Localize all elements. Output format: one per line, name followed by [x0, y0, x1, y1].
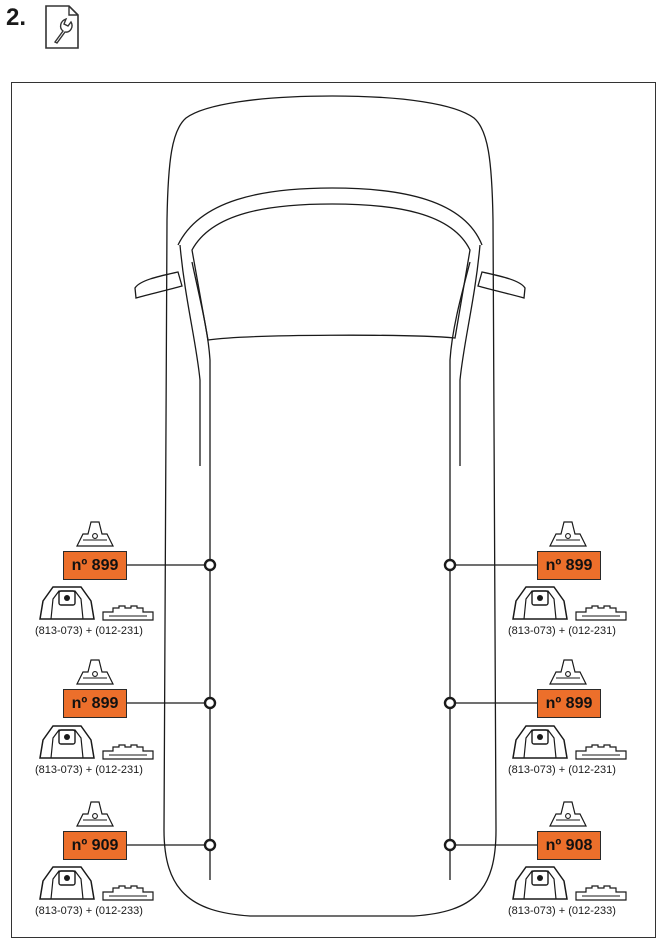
kit-badge: nº 909 — [63, 831, 127, 860]
kit-number: nº 899 — [545, 694, 593, 712]
rubber-pad-icon — [575, 744, 627, 760]
part-numbers: (813-073) + (012-231) — [508, 625, 616, 637]
kit-badge: nº 899 — [537, 689, 601, 718]
part-numbers: (813-073) + (012-233) — [35, 905, 143, 917]
mount-point-left-1 — [203, 558, 217, 572]
roof-foot-icon — [549, 521, 587, 547]
rubber-pad-icon — [102, 605, 154, 621]
mount-point-right-2 — [443, 696, 457, 710]
kit-number: nº 908 — [545, 836, 593, 854]
kit-number: nº 909 — [71, 836, 119, 854]
part-numbers: (813-073) + (012-231) — [35, 764, 143, 776]
rubber-pad-icon — [575, 605, 627, 621]
right-door-line — [459, 244, 481, 466]
left-mirror — [134, 271, 183, 299]
rubber-pad-icon — [102, 744, 154, 760]
kit-number: nº 899 — [71, 694, 119, 712]
fitting-bracket-icon — [512, 586, 568, 620]
windshield-outer — [177, 187, 483, 246]
fitting-bracket-icon — [39, 586, 95, 620]
wrench-document-icon — [45, 5, 79, 49]
kit-badge: nº 899 — [63, 689, 127, 718]
left-rail — [191, 261, 211, 880]
fitting-bracket-icon — [512, 866, 568, 900]
windshield-inner — [191, 203, 471, 341]
car-body-outline — [163, 95, 497, 917]
right-mirror — [477, 271, 526, 299]
mount-point-right-1 — [443, 558, 457, 572]
mount-point-left-3 — [203, 838, 217, 852]
rubber-pad-icon — [575, 885, 627, 901]
rubber-pad-icon — [102, 885, 154, 901]
roof-foot-icon — [549, 801, 587, 827]
kit-badge: nº 899 — [63, 551, 127, 580]
part-numbers: (813-073) + (012-231) — [35, 625, 143, 637]
fitting-bracket-icon — [39, 866, 95, 900]
right-rail — [449, 261, 471, 880]
step-number: 2. — [6, 4, 27, 31]
fitting-bracket-icon — [512, 725, 568, 759]
roof-foot-icon — [76, 521, 114, 547]
roof-foot-icon — [76, 801, 114, 827]
kit-number: nº 899 — [71, 556, 119, 574]
roof-foot-icon — [549, 659, 587, 685]
kit-number: nº 899 — [545, 556, 593, 574]
part-numbers: (813-073) + (012-231) — [508, 764, 616, 776]
roof-foot-icon — [76, 659, 114, 685]
kit-badge: nº 899 — [537, 551, 601, 580]
mount-point-right-3 — [443, 838, 457, 852]
mount-point-left-2 — [203, 696, 217, 710]
kit-badge: nº 908 — [537, 831, 601, 860]
part-numbers: (813-073) + (012-233) — [508, 905, 616, 917]
diagram-frame — [11, 82, 656, 938]
left-door-line — [179, 244, 201, 466]
fitting-bracket-icon — [39, 725, 95, 759]
